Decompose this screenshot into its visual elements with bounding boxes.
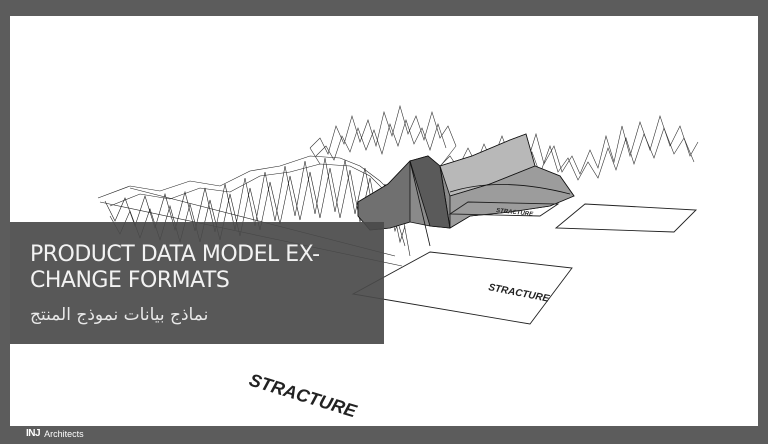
label-mid: STRACTURE bbox=[487, 282, 550, 305]
brand-logo: INJ bbox=[26, 428, 41, 439]
architectural-drawing: STRACTURE STRACTURE STRACTURE bbox=[97, 104, 699, 422]
slide-subtitle-arabic: نماذج بيانات نموذج المنتج bbox=[30, 305, 209, 325]
slide-panel: STRACTURE STRACTURE STRACTURE bbox=[10, 16, 758, 426]
wireframe-peaks-top bbox=[309, 104, 457, 165]
label-back: STRACTURE bbox=[496, 208, 534, 218]
brand-name: Architects bbox=[44, 429, 84, 439]
slide-title-line-1: PRODUCT DATA MODEL EX- bbox=[30, 242, 320, 267]
slide-title: PRODUCT DATA MODEL EX- CHANGE FORMATS bbox=[30, 242, 370, 294]
label-foreground: STRACTURE bbox=[247, 370, 360, 422]
slide-title-line-2: CHANGE FORMATS bbox=[30, 268, 230, 293]
footer-brand: INJ Architects bbox=[26, 427, 84, 441]
title-overlay: PRODUCT DATA MODEL EX- CHANGE FORMATS نم… bbox=[10, 222, 384, 344]
curved-surface bbox=[357, 133, 575, 247]
